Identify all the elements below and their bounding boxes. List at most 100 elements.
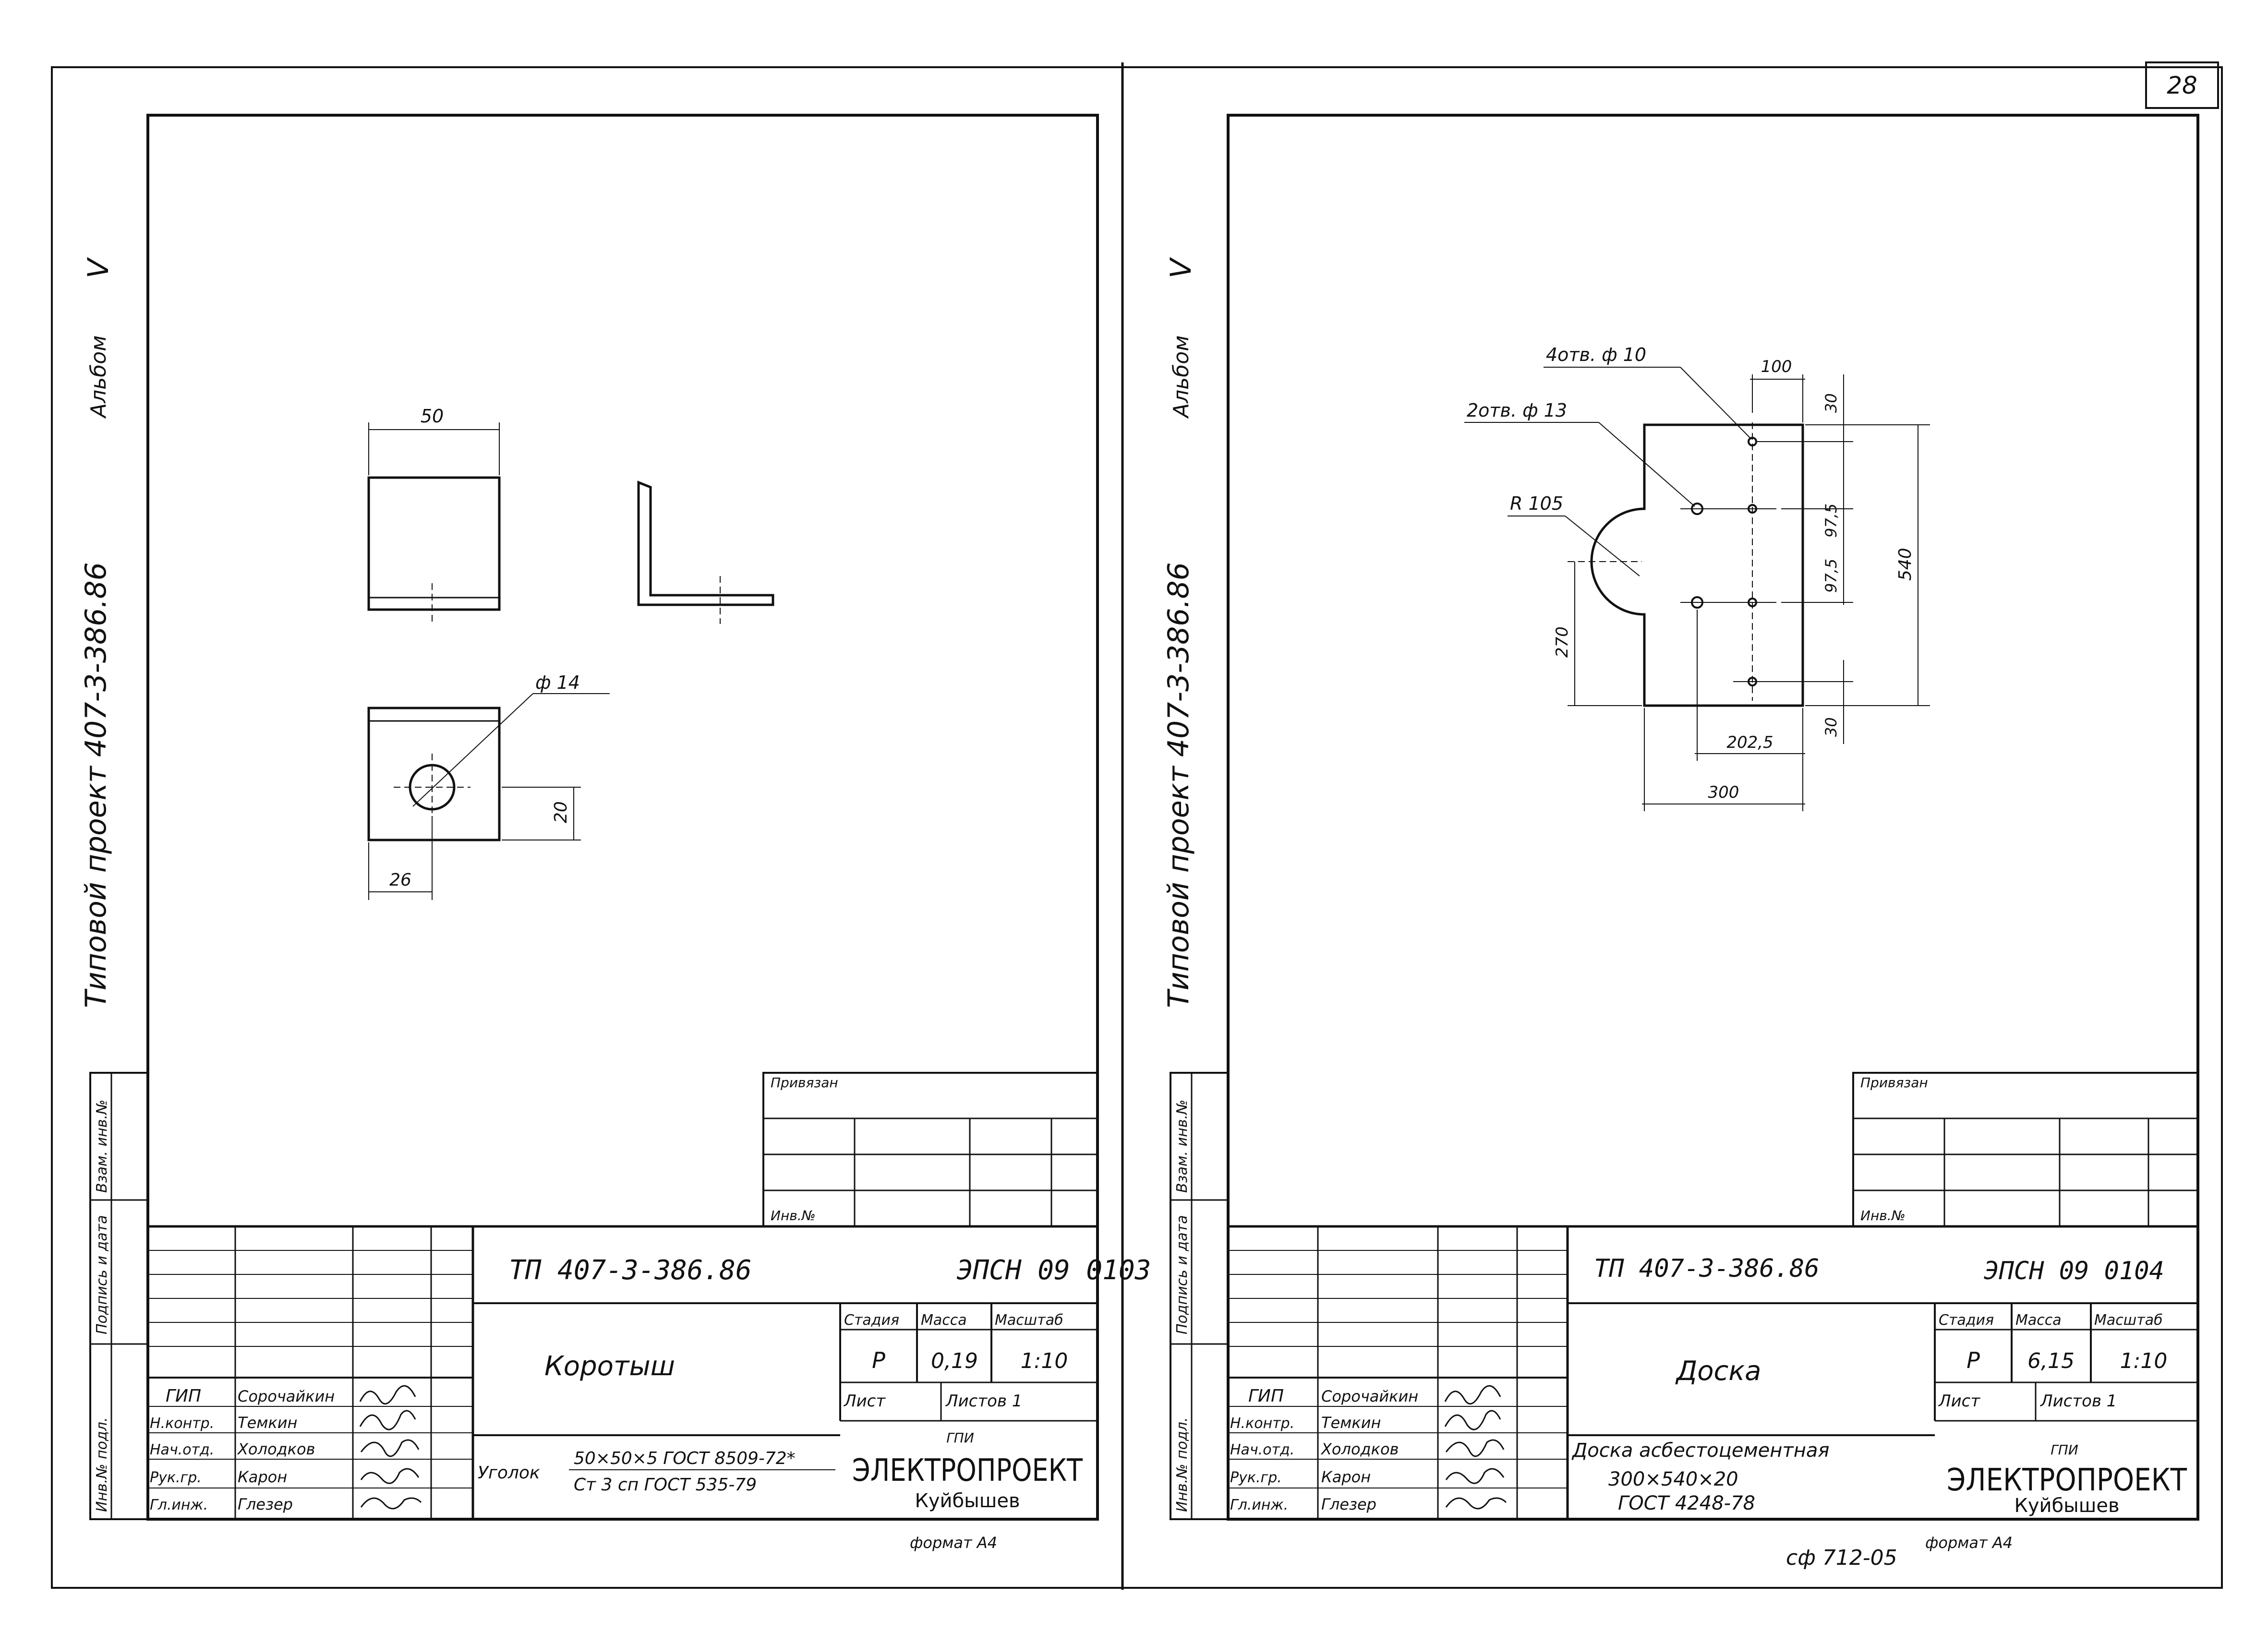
left-name-4: Глезер — [238, 1495, 293, 1513]
right-dim-300: 300 — [1708, 783, 1739, 802]
right-dim-holes4: 4отв. ф 10 — [1546, 344, 1646, 365]
left-sheet-label: Лист — [843, 1392, 886, 1411]
right-role-4: Гл.инж. — [1230, 1497, 1288, 1513]
right-dim-540: 540 — [1895, 548, 1915, 581]
right-role-2: Нач.отд. — [1230, 1441, 1294, 1458]
left-part-front-view: 50 — [367, 406, 501, 624]
right-privyazan: Привязан — [1860, 1075, 1928, 1091]
page-number-box: 28 — [2145, 61, 2219, 109]
left-sheets-label: Листов 1 — [945, 1392, 1022, 1411]
right-material-line1: Доска асбестоцементная — [1571, 1440, 1829, 1462]
left-role-1: Н.контр. — [150, 1415, 214, 1432]
right-name-1: Темкин — [1321, 1414, 1381, 1432]
left-org-line1: ГПИ — [946, 1430, 974, 1446]
left-dim-26: 26 — [389, 870, 411, 890]
right-mass-header: Масса — [2015, 1312, 2062, 1329]
right-name-4: Глезер — [1321, 1495, 1376, 1513]
left-format: формат А4 — [910, 1534, 997, 1552]
left-material-bottom: Ст 3 сп ГОСТ 535-79 — [574, 1475, 757, 1495]
right-project-code: ТП 407-3-386.86 — [1594, 1254, 1820, 1283]
right-name-2: Холодков — [1320, 1440, 1399, 1458]
right-dim-975b: 97,5 — [1822, 559, 1840, 593]
right-material-line3: ГОСТ 4248-78 — [1618, 1492, 1755, 1514]
right-dim-975a: 97,5 — [1822, 504, 1840, 538]
right-doc-code: ЭПСН 09 0104 — [1984, 1257, 2164, 1285]
right-sheets-label: Листов 1 — [2039, 1392, 2117, 1411]
right-role-3: Рук.гр. — [1230, 1469, 1282, 1486]
right-role-0: ГИП — [1248, 1386, 1284, 1406]
right-org-line1: ГПИ — [2051, 1442, 2078, 1458]
left-org-line2: ЭЛЕКТРОПРОЕКТ — [852, 1453, 1083, 1488]
right-scale: 1:10 — [2120, 1349, 2168, 1373]
left-material-prefix: Уголок — [478, 1463, 540, 1483]
right-material-line2: 300×540×20 — [1608, 1468, 1738, 1490]
right-dim-270: 270 — [1553, 626, 1572, 658]
right-name-3: Карон — [1321, 1468, 1371, 1486]
left-side-album-num: V — [82, 257, 115, 278]
left-part-section — [637, 480, 774, 624]
right-side-title: Типовой проект 407-3-386.86 — [1162, 562, 1195, 1008]
right-inv-no: Инв.№ — [1860, 1208, 1906, 1224]
right-title-block: ГИП Н.контр. Нач.отд. Рук.гр. Гл.инж. Со… — [1228, 1225, 2198, 1570]
right-format: формат А4 — [1925, 1534, 2013, 1552]
left-dim-20: 20 — [551, 801, 571, 823]
right-role-1: Н.контр. — [1230, 1415, 1294, 1432]
left-mass-header: Масса — [921, 1312, 967, 1329]
right-dim-radius: R 105 — [1510, 493, 1563, 514]
left-part-name: Коротыш — [544, 1351, 675, 1382]
left-stage-header: Стадия — [844, 1312, 899, 1329]
left-frame — [146, 114, 1099, 1521]
right-stage: Р — [1966, 1347, 1980, 1373]
right-dim-holes2: 2отв. ф 13 — [1467, 400, 1567, 421]
right-mass: 6,15 — [2027, 1349, 2075, 1373]
left-side-box-replace: Взам. инв.№ — [94, 1100, 110, 1193]
scan-outer-border — [51, 66, 2223, 1589]
left-side-album-word: Альбом — [86, 336, 111, 419]
right-privyazan-block: Привязан Инв.№ — [1852, 1072, 2199, 1227]
right-sheet-label: Лист — [1938, 1392, 1980, 1411]
page-number: 28 — [2167, 72, 2197, 99]
left-doc-code: ЭПСН 09 0103 — [957, 1255, 1151, 1286]
right-dim-30b: 30 — [1822, 717, 1840, 737]
left-side-box-sign: Подпись и дата — [94, 1215, 110, 1335]
left-mass: 0,19 — [931, 1349, 978, 1373]
left-dim-dia14: ф 14 — [535, 672, 580, 693]
left-role-0: ГИП — [166, 1386, 201, 1406]
left-material-top: 50×50×5 ГОСТ 8509-72* — [574, 1449, 796, 1468]
left-title-block: ГИП Н.контр. Нач.отд. Рук.гр. Гл.инж. Со… — [148, 1225, 1151, 1552]
left-part-top-view: ф 14 20 26 — [367, 672, 610, 900]
right-side-box-replace: Взам. инв.№ — [1174, 1100, 1191, 1193]
left-side-boxes: Инв.№ подл. Подпись и дата Взам. инв.№ — [89, 1072, 149, 1520]
left-side-box-inv: Инв.№ подл. — [94, 1417, 110, 1512]
left-org-line3: Куйбышев — [915, 1490, 1020, 1512]
left-role-3: Рук.гр. — [150, 1469, 202, 1486]
left-privyazan: Привязан — [771, 1075, 838, 1091]
right-board-drawing: 4отв. ф 10 2отв. ф 13 R 105 100 540 30 — [1464, 344, 1930, 811]
right-org-line3: Куйбышев — [2014, 1495, 2119, 1517]
left-role-2: Нач.отд. — [150, 1441, 214, 1458]
left-name-2: Холодков — [237, 1440, 315, 1458]
right-dim-100: 100 — [1761, 357, 1792, 376]
left-privyazan-block: Привязан Инв.№ — [762, 1072, 1098, 1227]
left-name-1: Темкин — [238, 1414, 297, 1432]
right-stage-header: Стадия — [1939, 1312, 1994, 1329]
left-inv-no: Инв.№ — [771, 1208, 816, 1224]
right-scale-header: Масштаб — [2094, 1312, 2163, 1329]
right-name-0: Сорочайкин — [1321, 1387, 1418, 1405]
left-name-3: Карон — [238, 1468, 287, 1486]
left-signatures — [359, 1385, 422, 1510]
left-project-code: ТП 407-3-386.86 — [509, 1255, 752, 1286]
right-side-boxes: Инв.№ подл. Подпись и дата Взам. инв.№ — [1170, 1072, 1229, 1520]
right-dim-30a: 30 — [1822, 393, 1840, 413]
right-side-album-num: V — [1164, 257, 1198, 278]
right-side-box-sign: Подпись и дата — [1174, 1215, 1191, 1335]
right-org-line2: ЭЛЕКТРОПРОЕКТ — [1947, 1463, 2187, 1498]
right-side-box-inv: Инв.№ подл. — [1174, 1417, 1191, 1512]
left-sheet: Типовой проект 407-3-386.86 Альбом V Инв… — [79, 114, 1151, 1552]
left-dim-50: 50 — [421, 406, 444, 427]
right-sheet: Типовой проект 407-3-386.86 Альбом V Инв… — [1162, 114, 2199, 1570]
right-dim-2025: 202,5 — [1726, 733, 1773, 752]
right-side-album-word: Альбом — [1169, 336, 1194, 419]
right-signatures — [1444, 1385, 1507, 1510]
